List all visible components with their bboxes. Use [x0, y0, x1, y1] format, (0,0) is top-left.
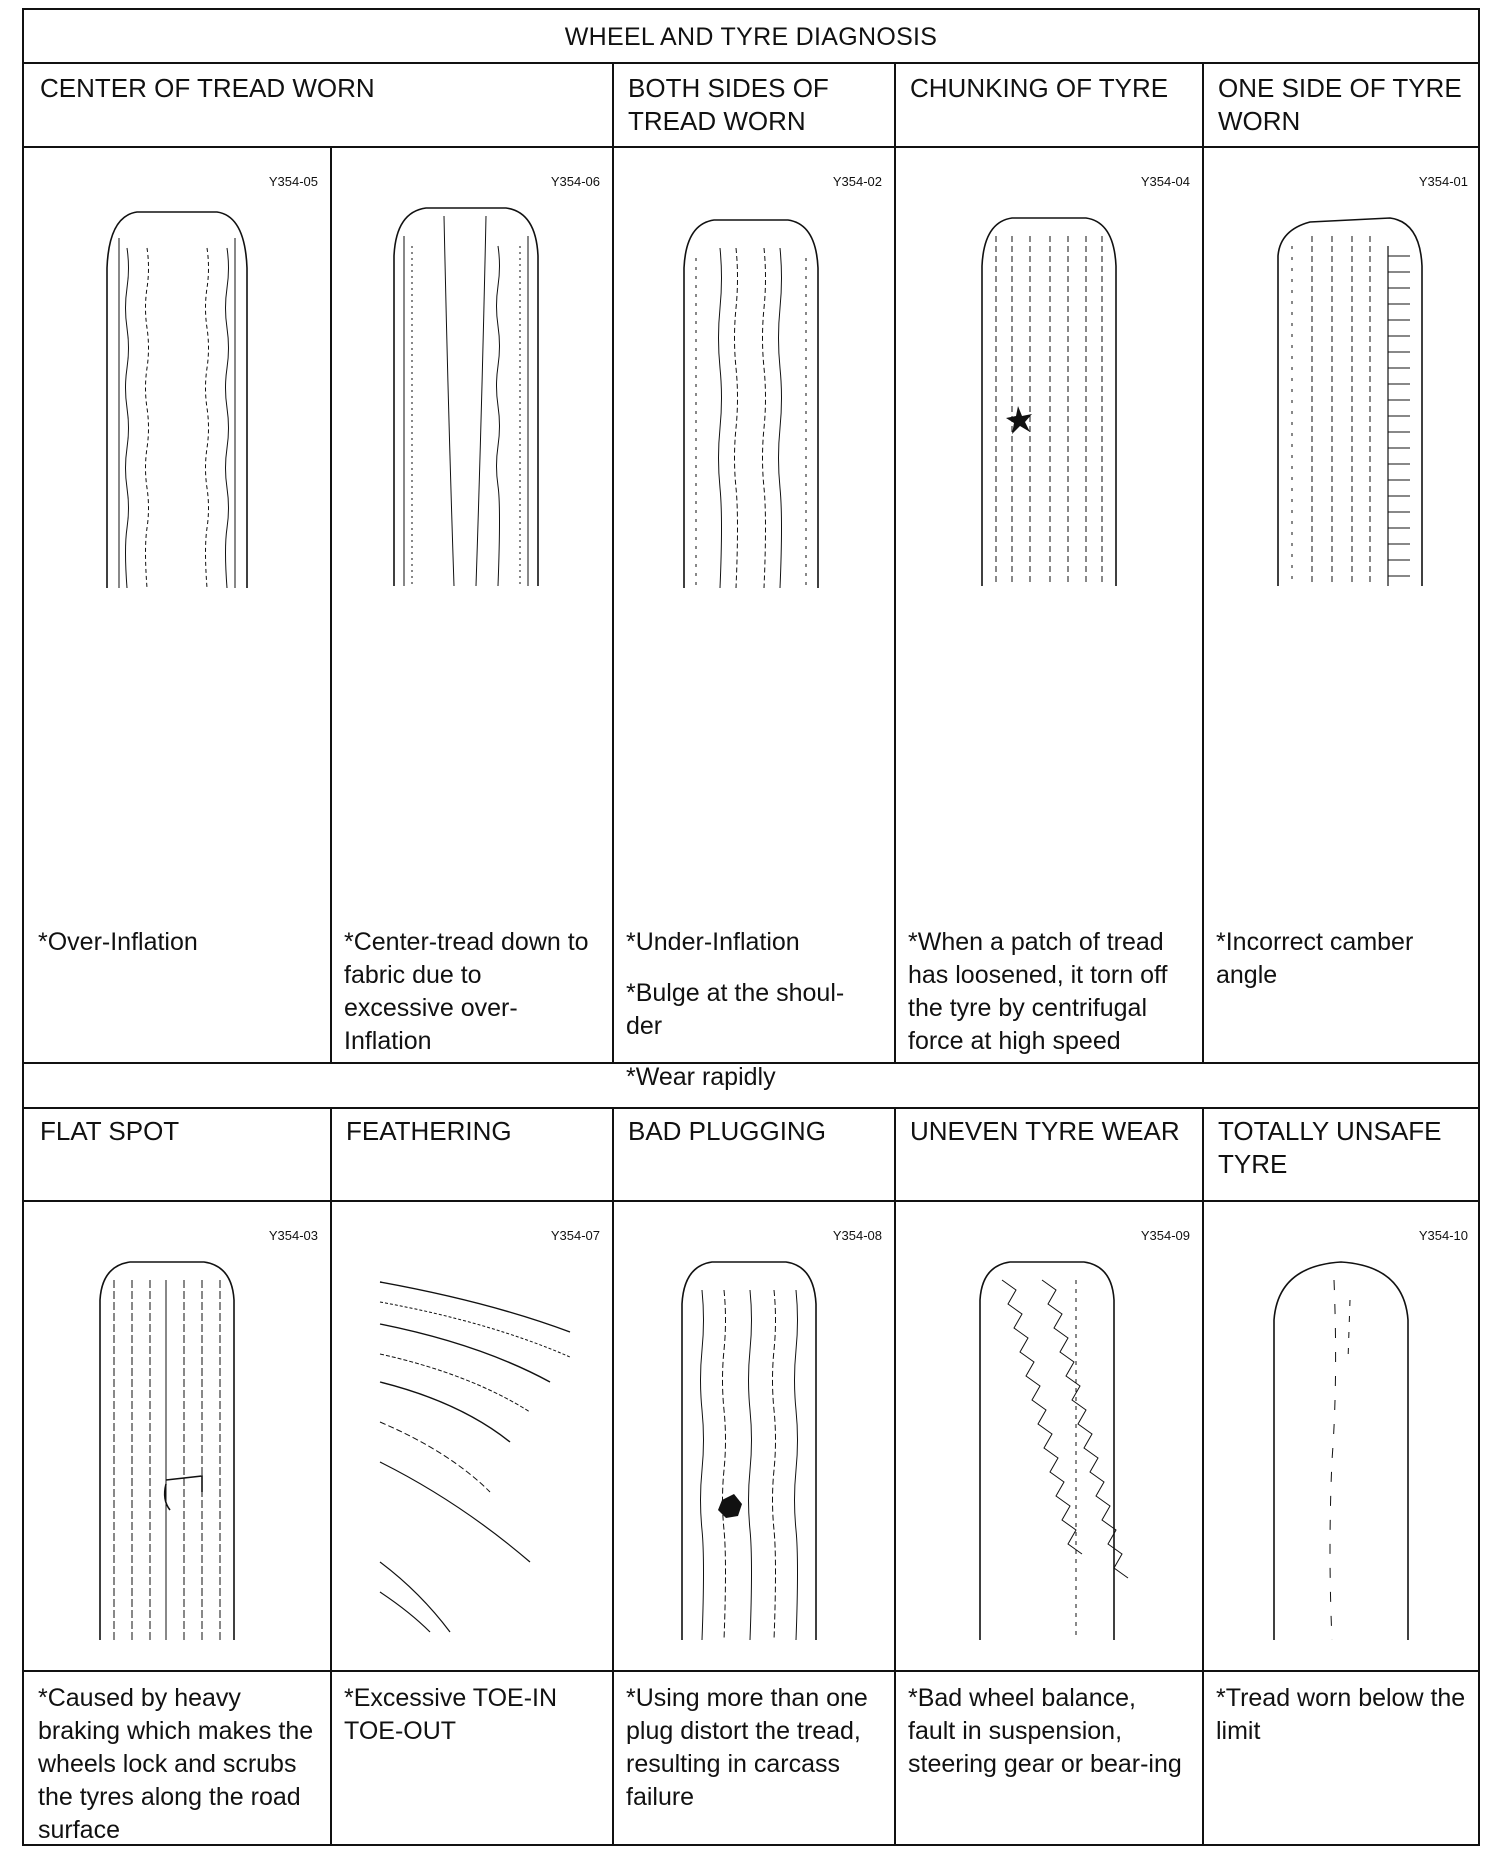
description-line: *Over-Inflation: [38, 926, 316, 959]
cell-center-tread-down: Y354-06 *Center-tread down to fabric due…: [330, 146, 612, 1062]
figure-code: Y354-06: [551, 174, 600, 189]
figure-code: Y354-08: [833, 1228, 882, 1243]
figure-code: Y354-01: [1419, 174, 1468, 189]
table-title: WHEEL AND TYRE DIAGNOSIS: [24, 10, 1478, 64]
tyre-chunking-illustration: [974, 216, 1124, 586]
description-line: *Under-Inflation: [626, 926, 880, 959]
cell-bad-plugging: Y354-08 *Using more than one plug distor…: [612, 1200, 894, 1846]
header-one-side-of-tyre-worn: ONE SIDE OF TYRE WORN: [1202, 64, 1480, 146]
header-both-sides-of-tread-worn: BOTH SIDES OF TREAD WORN: [612, 64, 894, 146]
tyre-center-worn-illustration: [97, 208, 257, 588]
description-line: *Bad wheel balance, fault in suspension,…: [908, 1682, 1188, 1781]
description: *Using more than one plug distort the tr…: [612, 1682, 894, 1832]
figure-code: Y354-02: [833, 174, 882, 189]
cell-under-inflation: Y354-02 *Under-Inflation *Bulge at the s…: [612, 146, 894, 1062]
header-uneven-tyre-wear: UNEVEN TYRE WEAR: [894, 1107, 1202, 1156]
figure-code: Y354-03: [269, 1228, 318, 1243]
description: *Incorrect camber angle: [1202, 926, 1480, 1010]
cell-chunking: Y354-04 *When a patch of tread has loose…: [894, 146, 1202, 1062]
cell-uneven-wear: Y354-09 *Bad wheel balance, fault in sus…: [894, 1200, 1202, 1846]
description-line: *Center-tread down to fabric due to exce…: [344, 926, 598, 1058]
header-bad-plugging: BAD PLUGGING: [612, 1107, 894, 1156]
figure-code: Y354-04: [1141, 174, 1190, 189]
description: *Bad wheel balance, fault in suspension,…: [894, 1682, 1202, 1799]
tyre-flat-spot-illustration: [92, 1260, 242, 1640]
description: *Excessive TOE-IN TOE-OUT: [330, 1682, 612, 1766]
cell-camber: Y354-01 *Incorrect camber angle: [1202, 146, 1480, 1062]
description-line: *Bulge at the shoul-der: [626, 977, 880, 1043]
figure-code: Y354-10: [1419, 1228, 1468, 1243]
description-line: *When a patch of tread has loosened, it …: [908, 926, 1188, 1058]
tyre-one-side-worn-illustration: [1270, 216, 1430, 586]
description-line: *Excessive TOE-IN TOE-OUT: [344, 1682, 598, 1748]
figure-code: Y354-07: [551, 1228, 600, 1243]
description-line: *Using more than one plug distort the tr…: [626, 1682, 880, 1814]
description-line: *Wear rapidly: [626, 1061, 880, 1094]
cell-unsafe-tyre: Y354-10 *Tread worn below the limit: [1202, 1200, 1480, 1846]
description: *Over-Inflation: [24, 926, 330, 977]
description: *Caused by heavy braking which makes the…: [24, 1682, 330, 1865]
cell-over-inflation: Y354-05 *Over-Inflation: [24, 146, 330, 1062]
tyre-feathering-illustration: [380, 1262, 570, 1632]
header-feathering: FEATHERING: [330, 1107, 612, 1156]
header-center-of-tread-worn: CENTER OF TREAD WORN: [24, 64, 612, 113]
description: *Center-tread down to fabric due to exce…: [330, 926, 612, 1076]
header-chunking-of-tyre: CHUNKING OF TYRE: [894, 64, 1202, 113]
figure-code: Y354-09: [1141, 1228, 1190, 1243]
tyre-center-tread-down-illustration: [386, 206, 546, 586]
description: *Tread worn below the limit: [1202, 1682, 1480, 1766]
header-totally-unsafe-tyre: TOTALLY UNSAFE TYRE: [1202, 1107, 1480, 1189]
tyre-uneven-wear-illustration: [972, 1260, 1122, 1640]
tyre-unsafe-illustration: [1266, 1260, 1416, 1640]
cell-flat-spot: Y354-03 *Caused by heavy braking which m…: [24, 1200, 330, 1846]
cell-feathering: Y354-07 *Excessive TOE-IN TOE-OUT: [330, 1200, 612, 1846]
description-line: *Incorrect camber angle: [1216, 926, 1466, 992]
description: *When a patch of tread has loosened, it …: [894, 926, 1202, 1076]
diagnosis-table: WHEEL AND TYRE DIAGNOSIS CENTER OF TREAD…: [22, 8, 1480, 1846]
header-flat-spot: FLAT SPOT: [24, 1107, 330, 1156]
tyre-both-sides-worn-illustration: [676, 218, 826, 588]
figure-code: Y354-05: [269, 174, 318, 189]
description-line: *Tread worn below the limit: [1216, 1682, 1466, 1748]
description-line: *Caused by heavy braking which makes the…: [38, 1682, 316, 1847]
description: *Under-Inflation *Bulge at the shoul-der…: [612, 926, 894, 1112]
tyre-bad-plugging-illustration: [674, 1260, 824, 1640]
